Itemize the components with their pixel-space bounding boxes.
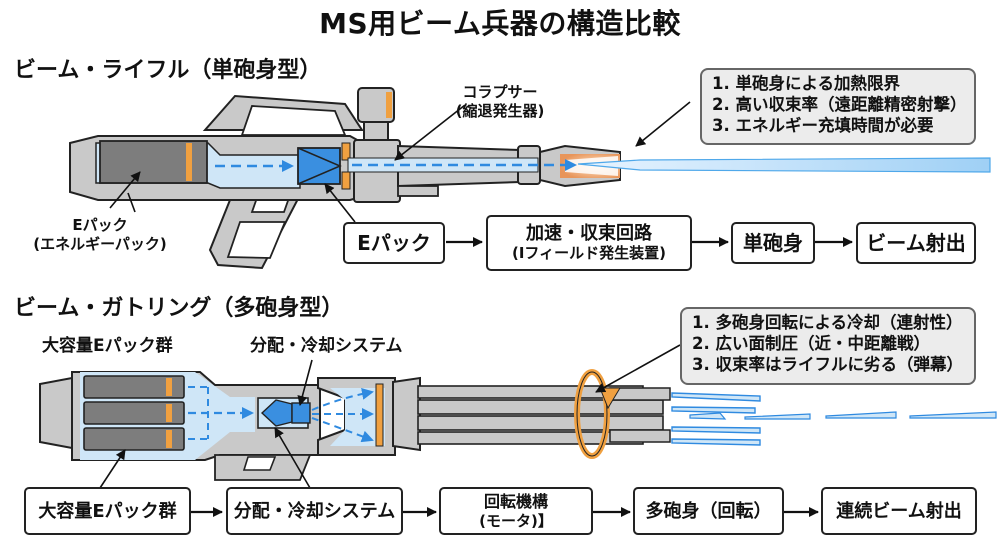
rifle-callout: 1. 単砲身による加熱限界 2. 高い収束率（遠距離精密射撃） 3. エネルギー… xyxy=(700,68,976,145)
gatling-flow-step-rotation: 回転機構 (モータ)】 xyxy=(439,487,593,535)
flow-step-label: 大容量Eパック群 xyxy=(38,500,177,522)
flow-step-label: 単砲身 xyxy=(743,230,803,255)
collapser-label: コラプサー (縮退発生器) xyxy=(440,83,560,121)
rifle-beam xyxy=(577,157,991,173)
rifle-flow-step-acceleration: 加速・収束回路 (Iフィールド発生装置) xyxy=(486,215,692,271)
rifle-callout-item: 3. エネルギー充填時間が必要 xyxy=(712,116,934,135)
epack-label-line2: (エネルギーパック) xyxy=(33,235,167,253)
rifle-flow-step-epack: Eパック xyxy=(343,222,445,264)
distribution-label: 分配・冷却システム xyxy=(250,336,403,356)
epack-group-label: 大容量Eパック群 xyxy=(42,336,173,356)
epack-label-line1: Eパック xyxy=(72,216,128,234)
flow-step-label: 回転機構 xyxy=(483,492,548,511)
flow-step-label: Eパック xyxy=(357,230,431,255)
gatling-callout-item: 3. 収束率はライフルに劣る（弾幕） xyxy=(692,355,963,374)
flow-step-label: 分配・冷却システム xyxy=(233,500,396,522)
gatling-callout-item: 2. 広い面制圧（近・中距離戦） xyxy=(692,334,930,353)
gatling-flow-step-distribution: 分配・冷却システム xyxy=(226,487,403,535)
gatling-callout: 1. 多砲身回転による冷却（連射性） 2. 広い面制圧（近・中距離戦） 3. 収… xyxy=(680,307,976,385)
beam-gatling-illustration xyxy=(39,344,997,489)
collapser-label-line1: コラプサー xyxy=(462,83,538,101)
flow-step-label: 加速・収束回路 xyxy=(526,223,652,244)
flow-step-label: 連続ビーム射出 xyxy=(836,500,962,522)
gatling-section-title: ビーム・ガトリング（多砲身型） xyxy=(14,296,344,321)
flow-step-sublabel: (Iフィールド発生装置) xyxy=(512,244,666,262)
flow-step-sublabel: (モータ)】 xyxy=(479,512,553,530)
rifle-collapser xyxy=(297,147,341,185)
rotation-arrow-icon xyxy=(599,387,621,410)
gatling-barrel xyxy=(417,415,664,431)
page-title: MS用ビーム兵器の構造比較 xyxy=(319,7,681,40)
epack-label: Eパック (エネルギーパック) xyxy=(20,216,180,254)
flow-step-label: ビーム射出 xyxy=(866,230,966,255)
gatling-flow-step-continuous-beam: 連続ビーム射出 xyxy=(821,487,977,535)
gatling-barrel xyxy=(417,399,664,415)
gatling-flow-step-epack-group: 大容量Eパック群 xyxy=(24,487,191,535)
flow-step-label: 多砲身（回転） xyxy=(645,500,772,522)
beam-rifle-illustration xyxy=(69,87,991,270)
collapser-label-line2: (縮退発生器) xyxy=(455,102,545,120)
gatling-callout-item: 1. 多砲身回転による冷却（連射性） xyxy=(692,313,963,332)
rifle-callout-item: 2. 高い収束率（遠距離精密射撃） xyxy=(712,95,967,114)
rifle-flow-step-beam-output: ビーム射出 xyxy=(856,222,976,264)
rifle-callout-item: 1. 単砲身による加熱限界 xyxy=(712,74,900,93)
gatling-distributor xyxy=(291,402,311,424)
gatling-flow-step-multi-barrel: 多砲身（回転） xyxy=(633,487,784,535)
rifle-flow-step-single-barrel: 単砲身 xyxy=(731,222,815,264)
rifle-section-title: ビーム・ライフル（単砲身型） xyxy=(14,58,322,83)
